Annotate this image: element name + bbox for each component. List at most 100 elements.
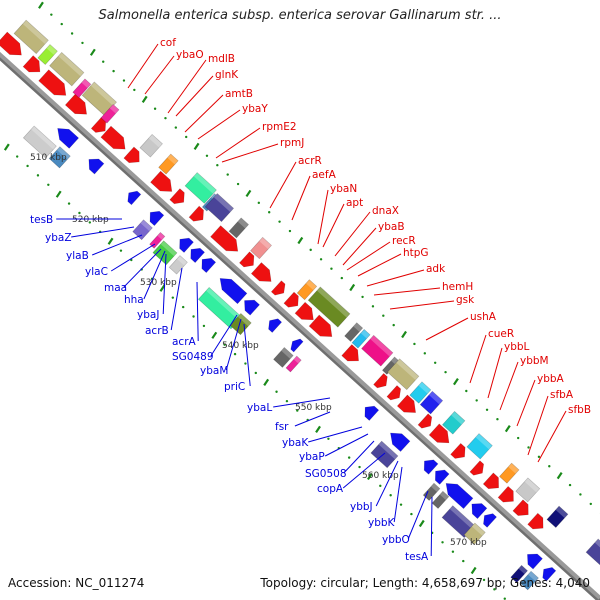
forward-gene-label: adk — [426, 263, 446, 275]
scale-tick-major — [211, 331, 218, 339]
forward-feature — [351, 328, 371, 349]
reverse-cds-arrow — [57, 128, 80, 149]
scale-tick-minor — [278, 220, 281, 223]
reverse-gene-leader — [393, 466, 403, 523]
reverse-cds-arrow — [364, 405, 380, 421]
reverse-gene-leader — [407, 490, 429, 540]
reverse-cds-arrow — [268, 318, 283, 333]
scale-tick-minor — [133, 88, 136, 92]
scale-tick-minor — [88, 221, 92, 224]
scale-tick-minor — [67, 202, 71, 205]
scale-tick-minor — [503, 597, 506, 600]
scale-tick-major — [418, 519, 425, 528]
reverse-gene-label: tesB — [30, 214, 53, 226]
reverse-cds-arrow — [290, 338, 304, 353]
scale-tick-major — [107, 237, 114, 245]
scale-tick-minor — [205, 154, 209, 157]
reverse-gene-leader — [110, 243, 156, 272]
forward-feature — [515, 477, 541, 503]
scale-tick-minor — [413, 342, 416, 346]
reverse-cds-arrow — [445, 483, 474, 510]
reverse-gene-leader — [92, 234, 143, 256]
reverse-feature — [132, 219, 153, 241]
scale-tick-minor — [444, 370, 447, 374]
forward-cds-arrow — [373, 373, 388, 389]
forward-gene-label: rpmJ — [280, 137, 304, 149]
reverse-feature — [48, 146, 71, 169]
scale-tick-minor — [327, 437, 330, 440]
scale-tick-minor — [60, 22, 63, 26]
forward-gene-leader — [389, 300, 455, 310]
forward-cds-arrow — [527, 512, 544, 530]
reverse-cds-arrow — [527, 553, 543, 570]
reverse-cds-arrow — [201, 257, 217, 274]
forward-gene-label: amtB — [225, 88, 253, 100]
scale-label: 540 kbp — [222, 341, 259, 351]
reverse-gene-leader — [196, 281, 199, 342]
scale-tick-minor — [119, 249, 123, 252]
forward-cds-arrow — [123, 146, 140, 164]
reverse-cds-arrow — [219, 278, 248, 305]
reverse-gene-label: SG0489 — [172, 351, 214, 363]
reverse-gene-label: acrB — [145, 325, 169, 337]
forward-gene-leader — [197, 109, 241, 140]
forward-gene-label: ybbA — [537, 373, 565, 385]
reverse-cds-arrow — [471, 503, 488, 520]
reverse-cds-arrow — [127, 190, 142, 206]
scale-tick-minor — [47, 183, 50, 186]
forward-gene-label: aefA — [312, 169, 337, 181]
scale-tick-minor — [202, 324, 206, 328]
scale-tick-minor — [181, 305, 185, 309]
forward-feature — [184, 172, 217, 204]
reverse-feature — [370, 440, 399, 469]
scale-tick-major — [3, 143, 10, 151]
scale-tick-minor — [340, 276, 344, 280]
reverse-feature — [519, 570, 539, 591]
reverse-gene-label: ybbJ — [350, 501, 373, 513]
scale-tick-major — [159, 284, 166, 292]
reverse-gene-leader — [71, 226, 135, 238]
forward-gene-label: ybbL — [504, 341, 530, 353]
scale-tick-minor — [236, 182, 240, 186]
reverse-gene-leader — [210, 314, 238, 357]
reverse-gene-label: ybaK — [282, 437, 309, 449]
forward-cds-arrow — [38, 69, 67, 96]
reverse-feature — [422, 482, 441, 501]
forward-gene-label: ybbM — [520, 355, 549, 367]
reverse-feature — [463, 522, 486, 545]
forward-gene-label: gsk — [456, 294, 475, 306]
forward-cds-arrow — [283, 291, 299, 308]
forward-feature — [296, 279, 318, 301]
accession-label: Accession: NC_011274 — [8, 576, 145, 590]
reverse-feature — [229, 313, 252, 336]
scale-tick-minor — [451, 550, 455, 553]
scale-tick-minor — [216, 164, 219, 167]
map-title: Salmonella enterica subsp. enterica sero… — [98, 8, 502, 23]
forward-cds-arrow — [512, 499, 529, 516]
reverse-cds-arrow — [434, 469, 450, 485]
forward-feature — [546, 505, 569, 528]
scale-label: 570 kbp — [450, 538, 487, 548]
forward-cds-arrow — [150, 170, 173, 192]
scale-tick-minor — [371, 305, 375, 308]
scale-tick-minor — [36, 174, 40, 177]
forward-feature — [228, 217, 249, 239]
scale-tick-major — [89, 48, 96, 56]
backbone-line — [0, 51, 600, 600]
forward-gene-label: cueR — [488, 328, 514, 340]
scale-tick-minor — [257, 201, 261, 205]
scale-tick-minor — [226, 173, 229, 176]
reverse-gene-leader — [375, 460, 399, 507]
forward-gene-leader — [537, 410, 567, 463]
scale-tick-minor — [50, 13, 53, 16]
forward-gene-label: hemH — [442, 281, 473, 293]
scale-tick-minor — [358, 465, 361, 469]
scale-tick-minor — [462, 559, 465, 563]
scale-tick-major — [315, 425, 321, 434]
scale-tick-major — [193, 142, 200, 150]
scale-tick-major — [556, 472, 563, 480]
reverse-gene-label: maa — [104, 282, 127, 294]
reverse-feature — [152, 240, 178, 266]
forward-cds-arrow — [22, 55, 41, 73]
scale-label: 550 kbp — [295, 403, 332, 413]
